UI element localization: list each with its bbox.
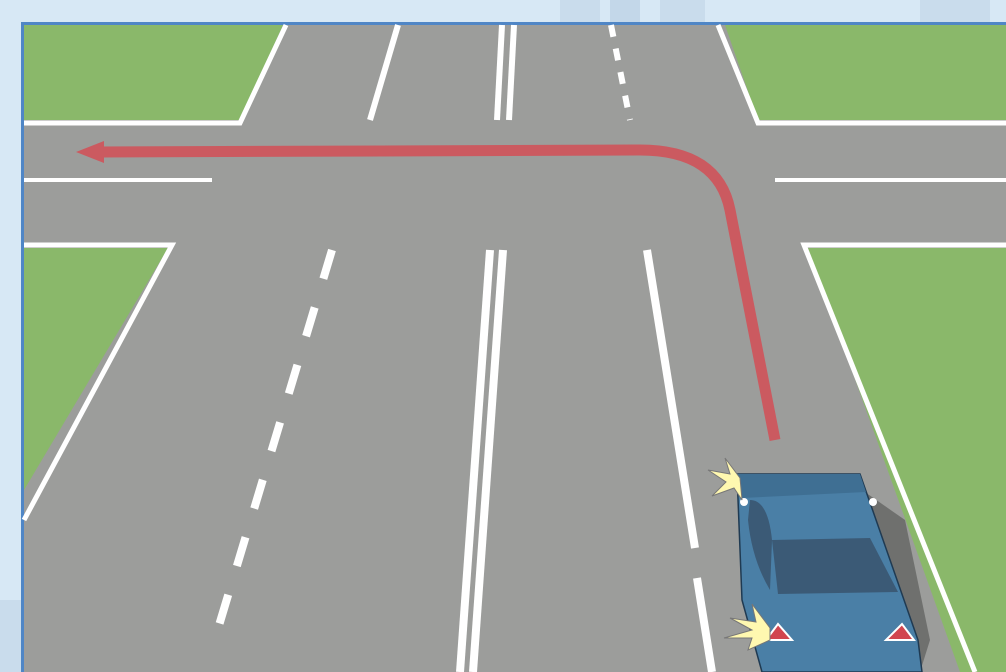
headlight-right [869,498,877,506]
grass-top-right [725,25,1006,120]
grass-top-left [24,25,283,120]
